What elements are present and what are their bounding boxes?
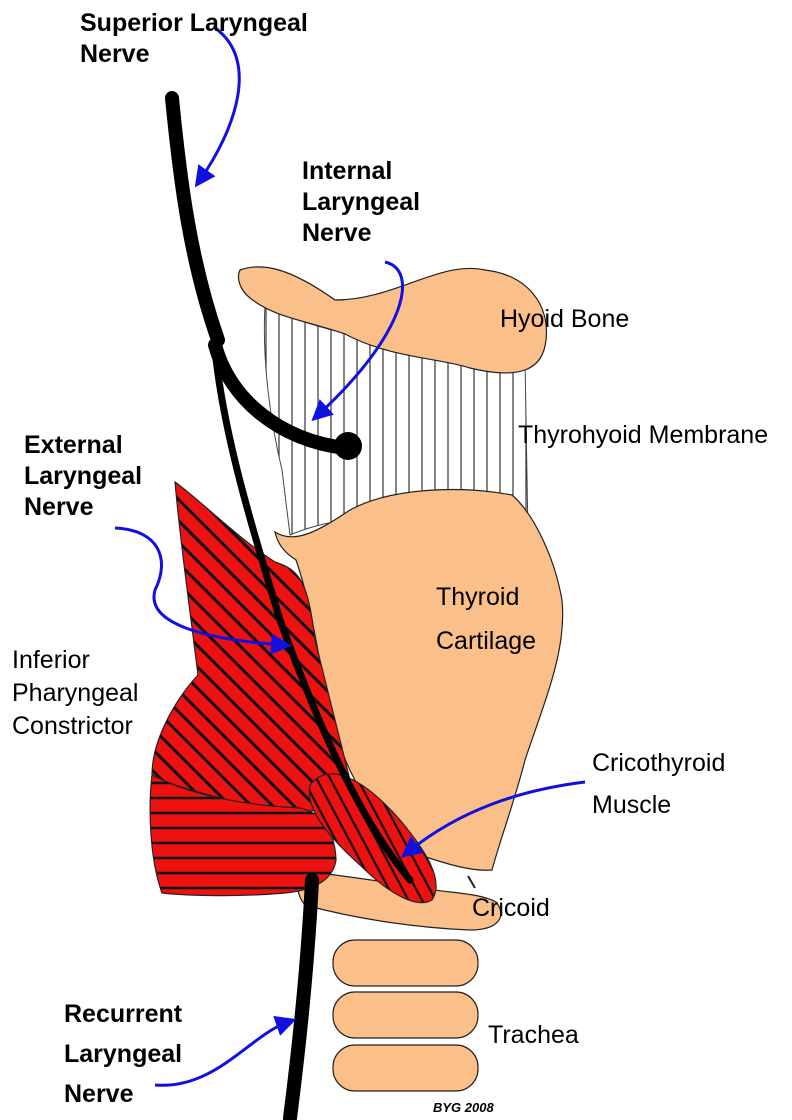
label-line: Cartilage [436,619,536,663]
label-line: Laryngeal [302,187,420,218]
internal-laryngeal-nerve-label: Internal Laryngeal Nerve [302,156,420,249]
superior-laryngeal-nerve-label: Superior Laryngeal Nerve [80,8,308,70]
label-line: Nerve [24,492,142,523]
label-line: Inferior [12,644,138,677]
thyrohyoid-membrane-label: Thyrohyoid Membrane [518,420,768,451]
recurrent-laryngeal-nerve-label: Recurrent Laryngeal Nerve [64,994,182,1114]
label-line: Muscle [592,784,725,826]
cricothyroid-muscle-label: Cricothyroid Muscle [592,742,725,826]
label-line: Nerve [64,1074,182,1114]
superior-laryngeal-nerve [172,98,218,340]
label-line: Nerve [80,39,308,70]
external-laryngeal-nerve-label: External Laryngeal Nerve [24,430,142,523]
trachea-label: Trachea [488,1020,579,1051]
inferior-pharyngeal-constrictor-label: Inferior Pharyngeal Constrictor [12,644,138,743]
label-line: Nerve [302,218,420,249]
credit-text: BYG 2008 [433,1100,494,1115]
label-line: Superior Laryngeal [80,8,308,39]
label-line: Cricothyroid [592,742,725,784]
label-line: Laryngeal [24,461,142,492]
recurrent-laryngeal-nerve [290,880,312,1118]
label-line: Pharyngeal [12,677,138,710]
label-line: External [24,430,142,461]
cricoid-label: Cricoid [472,893,550,924]
label-line: Thyroid [436,575,536,619]
label-line: Constrictor [12,710,138,743]
label-line: Recurrent [64,994,182,1034]
thyroid-cartilage-label: Thyroid Cartilage [436,575,536,663]
label-line: Internal [302,156,420,187]
trachea [333,940,478,1091]
hyoid-bone-label: Hyoid Bone [500,304,629,335]
label-line: Laryngeal [64,1034,182,1074]
